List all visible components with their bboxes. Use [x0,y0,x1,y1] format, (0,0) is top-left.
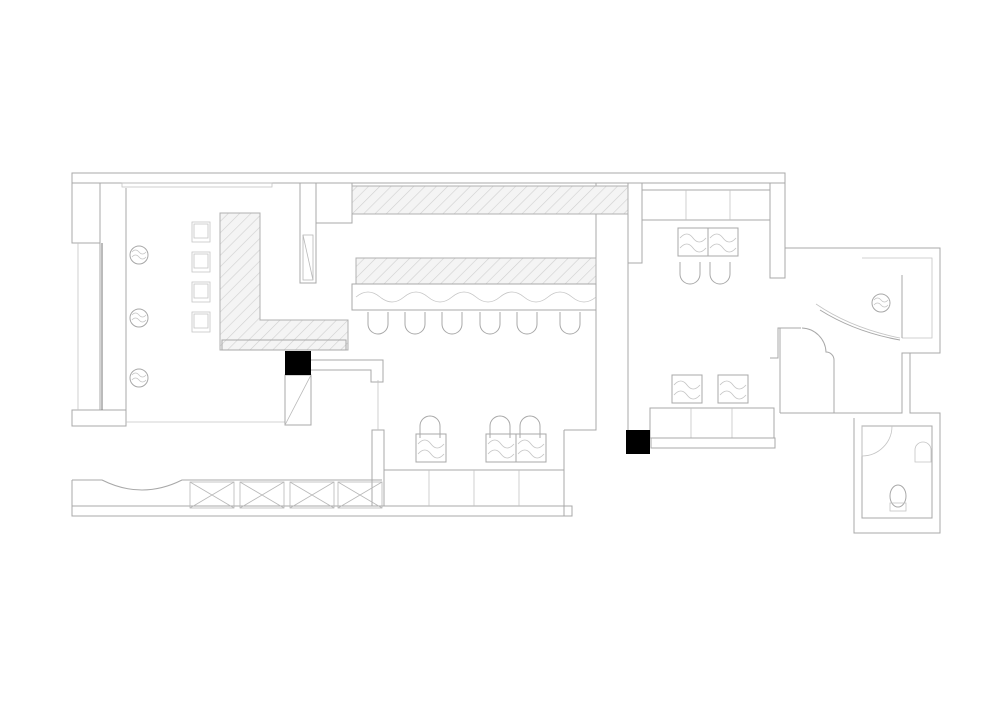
bar-stools [191,221,211,333]
structural-column [626,430,650,454]
walls [71,172,941,534]
counters [219,185,629,351]
storage-cabinets [189,481,383,509]
structural-column [285,351,311,375]
toilet [889,441,932,512]
seats [367,261,731,439]
